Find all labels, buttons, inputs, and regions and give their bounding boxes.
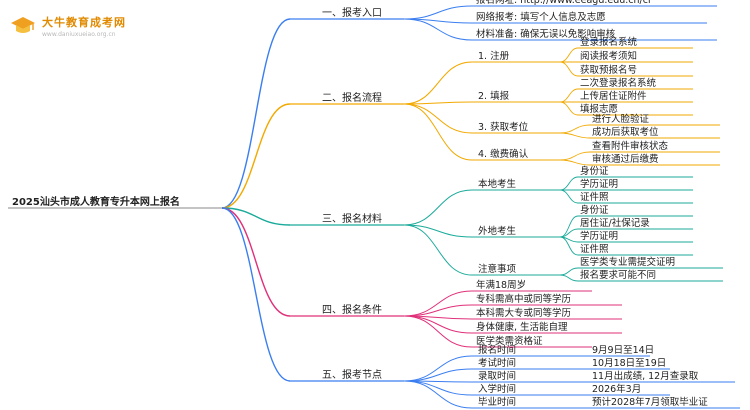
leaf-node: 年满18周岁 bbox=[476, 279, 526, 291]
sub-leaf-link bbox=[559, 88, 579, 103]
sub-node: 4. 缴费确认 bbox=[478, 148, 529, 160]
sub-node: 1. 注册 bbox=[478, 50, 510, 62]
sub-leaf-link bbox=[559, 274, 579, 282]
sub-leaf-link bbox=[559, 176, 579, 191]
leaf-node: 2026年3月 bbox=[592, 383, 641, 395]
sub-node: 3. 获取考位 bbox=[478, 121, 529, 133]
leaf-node: 身份证 bbox=[580, 165, 609, 177]
sub-leaf-link bbox=[559, 47, 579, 63]
leaf-node: 查看附件审核状态 bbox=[592, 140, 669, 152]
leaf-node: 11月出成绩, 12月查录取 bbox=[592, 370, 699, 382]
sub-leaf-link bbox=[559, 132, 591, 139]
leaf-node: 审核通过后缴费 bbox=[592, 153, 659, 165]
branch-node: 四、报名条件 bbox=[322, 303, 382, 316]
sub-node: 毕业时间 bbox=[478, 396, 516, 408]
leaf-node: 证件照 bbox=[580, 243, 609, 255]
branch-leaf-link bbox=[403, 18, 473, 41]
leaf-node: 9月9日至14日 bbox=[592, 345, 654, 356]
branch-sub-link bbox=[403, 355, 473, 382]
leaf-node: 医学类需资格证 bbox=[476, 335, 543, 347]
root-branch-link bbox=[221, 207, 291, 226]
branch-sub-link bbox=[403, 189, 473, 226]
leaf-node: 报名网址: http://www.eeagd.edu.cn/cr bbox=[476, 0, 652, 6]
leaf-node: 身体健康, 生活能自理 bbox=[476, 321, 568, 333]
branch-node: 五、报考节点 bbox=[322, 368, 382, 381]
sub-node: 入学时间 bbox=[478, 383, 516, 395]
root-branch-link bbox=[221, 207, 291, 382]
leaf-node: 阅读报考须知 bbox=[580, 50, 637, 62]
branch-sub-link bbox=[403, 103, 473, 161]
leaf-node: 获取预报名号 bbox=[580, 64, 637, 76]
branch-sub-link bbox=[403, 224, 473, 276]
leaf-node: 网络报考: 填写个人信息及志愿 bbox=[476, 11, 606, 23]
watermark-logo: 大牛教育成考网 www.daniuxueiao.org.cn bbox=[10, 14, 126, 38]
branch-leaf-link bbox=[403, 5, 473, 20]
branch-sub-link bbox=[403, 380, 473, 409]
sub-leaf-link bbox=[559, 215, 579, 238]
sub-leaf-link bbox=[559, 267, 579, 276]
sub-node: 考试时间 bbox=[478, 357, 516, 369]
leaf-node: 材料准备: 确保无误以免影响审核 bbox=[476, 28, 616, 40]
sub-leaf-link bbox=[559, 236, 579, 256]
root-branch-link bbox=[221, 18, 291, 209]
branch-sub-link bbox=[403, 224, 473, 238]
sub-node: 录取时间 bbox=[478, 370, 516, 382]
leaf-node: 居住证/社保记录 bbox=[580, 217, 650, 229]
watermark-site-url: www.daniuxueiao.org.cn bbox=[42, 31, 116, 38]
leaf-node: 学历证明 bbox=[580, 178, 618, 190]
sub-leaf-link bbox=[559, 159, 591, 166]
root-branch-link bbox=[221, 103, 291, 209]
sub-leaf-link bbox=[559, 124, 591, 134]
branch-leaf-link bbox=[403, 315, 473, 348]
branch-sub-link bbox=[403, 380, 473, 396]
leaf-node: 填报志愿 bbox=[580, 103, 618, 115]
sub-node: 注意事项 bbox=[478, 263, 517, 275]
branch-node: 二、报名流程 bbox=[322, 91, 382, 104]
leaf-node: 二次登录报名系统 bbox=[580, 77, 657, 89]
sub-leaf-link bbox=[559, 151, 591, 161]
sub-leaf-link bbox=[559, 61, 579, 77]
cap-logo-icon bbox=[11, 17, 35, 33]
branch-leaf-link bbox=[403, 304, 473, 317]
leaf-node: 10月18日至19日 bbox=[592, 358, 666, 369]
leaf-node: 进行人脸验证 bbox=[592, 113, 650, 125]
leaf-node: 身份证 bbox=[580, 204, 609, 216]
leaf-node: 预计2028年7月领取毕业证 bbox=[592, 396, 708, 408]
leaf-node: 登录报名系统 bbox=[580, 36, 638, 48]
branch-sub-link bbox=[403, 368, 473, 382]
leaf-node: 医学类专业需提交证明 bbox=[580, 256, 675, 268]
root-branch-link bbox=[221, 207, 291, 317]
branch-sub-link bbox=[403, 101, 473, 105]
leaf-node: 证件照 bbox=[580, 191, 609, 203]
leaf-node: 学历证明 bbox=[580, 230, 618, 242]
branch-node: 一、报考入口 bbox=[322, 6, 382, 19]
sub-node: 报名时间 bbox=[478, 344, 516, 356]
leaf-node: 专科需高中或同等学历 bbox=[476, 293, 571, 305]
watermark-site-name: 大牛教育成考网 bbox=[42, 16, 126, 29]
branch-sub-link bbox=[403, 61, 473, 105]
sub-node: 2. 填报 bbox=[478, 90, 510, 102]
sub-node: 外地考生 bbox=[478, 225, 517, 237]
leaf-node: 报名要求可能不同 bbox=[580, 269, 656, 281]
leaf-node: 成功后获取考位 bbox=[592, 126, 659, 138]
branch-leaf-link bbox=[403, 290, 473, 317]
leaf-node: 本科需大专或同等学历 bbox=[476, 307, 571, 319]
sub-node: 本地考生 bbox=[478, 178, 517, 190]
branch-sub-link bbox=[403, 103, 473, 134]
sub-leaf-link bbox=[559, 189, 579, 204]
leaf-node: 上传居住证附件 bbox=[580, 90, 647, 102]
root-node: 2025汕头市成人教育专升本网上报名 bbox=[12, 195, 180, 208]
branch-node: 三、报名材料 bbox=[322, 212, 382, 225]
sub-leaf-link bbox=[559, 101, 579, 116]
